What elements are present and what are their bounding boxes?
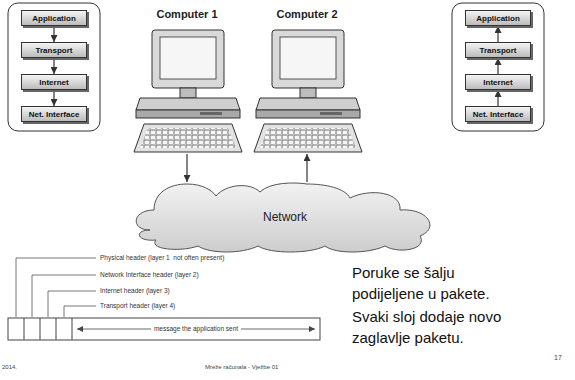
message-label: message the application sent	[151, 325, 241, 333]
layer-box: Transport	[21, 42, 87, 58]
header-label: Network Interface header (layer 2)	[100, 271, 199, 279]
page-number: 17	[554, 354, 562, 362]
header-label: Internet header (layer 3)	[100, 287, 170, 295]
layer-box: Internet	[21, 74, 87, 90]
layer-box: Application	[465, 10, 531, 26]
layer-box: Net. Interface	[465, 106, 531, 122]
layer-box: Application	[21, 10, 87, 26]
layer-box: Net. Interface	[21, 106, 87, 122]
stack-frame	[452, 3, 544, 131]
node-text: Transport	[480, 46, 517, 55]
flow-arrow	[186, 154, 187, 182]
computer-drawing	[134, 30, 242, 152]
footer-title: Mreže računala - Vježbe 01	[205, 364, 278, 371]
flow-arrow	[53, 58, 54, 74]
slide-text: Poruke se šalju podijeljene u pakete.	[352, 262, 530, 304]
footer-date: 2014.	[2, 364, 17, 371]
packet	[8, 318, 320, 340]
layer-box: Transport	[465, 42, 531, 58]
node-text: Application	[32, 14, 76, 23]
flow-arrow	[497, 58, 498, 74]
node-text: Net. Interface	[473, 110, 524, 119]
flow-arrow	[53, 90, 54, 106]
node-text: Transport	[36, 46, 73, 55]
header-label: Physical header (layer 1 not often prese…	[100, 254, 224, 262]
slide-text: Svaki sloj dodaje novo zaglavlje paketu.	[352, 306, 530, 348]
network-cloud-shape	[136, 183, 430, 252]
leader-lines	[16, 258, 96, 317]
node-text: Computer 1	[130, 8, 244, 20]
computer: Computer 2	[250, 8, 364, 154]
stack-frame	[8, 3, 100, 131]
computer-drawing	[254, 30, 362, 152]
node-text: Computer 2	[250, 8, 364, 20]
node-text: Network	[263, 210, 307, 224]
node-text: Internet	[39, 78, 68, 87]
flow-arrow	[53, 26, 54, 42]
node-text: Net. Interface	[29, 110, 80, 119]
computer: Computer 1	[130, 8, 244, 154]
network-cloud: Network	[130, 182, 440, 252]
header-label: Transport header (layer 4)	[100, 302, 175, 310]
node-text: Application	[476, 14, 520, 23]
node-text: Internet	[483, 78, 512, 87]
layer-box: Internet	[465, 74, 531, 90]
flow-arrow	[497, 90, 498, 106]
flow-arrow	[306, 154, 307, 182]
flow-arrow	[497, 26, 498, 42]
